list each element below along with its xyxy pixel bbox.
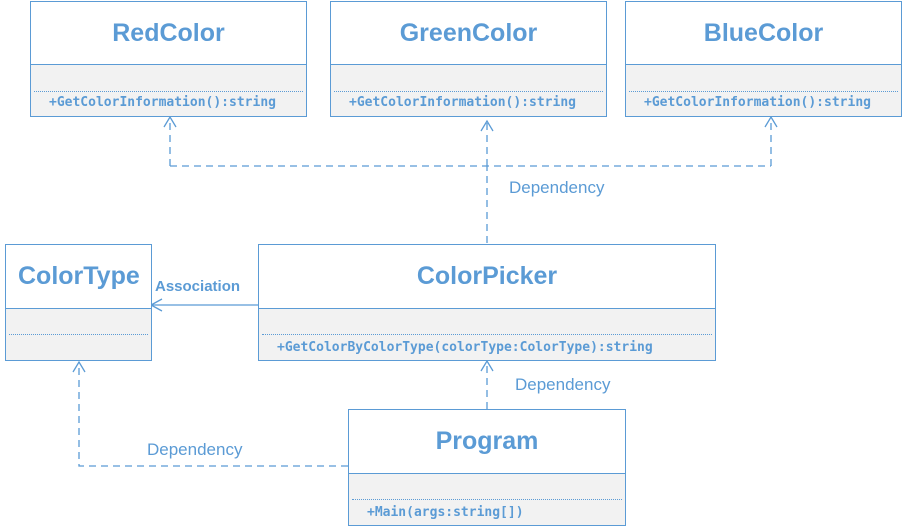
operation-text: +GetColorByColorType(colorType:ColorType… [277, 340, 653, 355]
arrowhead-bluecolor [764, 115, 778, 128]
class-program[interactable]: Program +Main(args:string[]) [348, 409, 626, 526]
class-colortype[interactable]: ColorType [5, 244, 152, 361]
arrowhead-colortype-dependency [72, 360, 86, 373]
class-redcolor[interactable]: RedColor +GetColorInformation():string [30, 1, 307, 117]
operation-text: +GetColorInformation():string [49, 95, 276, 110]
class-bluecolor[interactable]: BlueColor +GetColorInformation():string [625, 1, 902, 117]
class-colorpicker[interactable]: ColorPicker +GetColorByColorType(colorTy… [258, 244, 716, 361]
class-greencolor[interactable]: GreenColor +GetColorInformation():string [330, 1, 607, 117]
class-name: BlueColor [626, 2, 901, 65]
operation-text: +GetColorInformation():string [349, 95, 576, 110]
class-name: GreenColor [331, 2, 606, 65]
class-name: Program [349, 410, 625, 474]
compartment-separator [34, 91, 303, 92]
arrowhead-greencolor [480, 119, 494, 132]
compartment-separator [262, 334, 712, 335]
arrowhead-colorpicker [480, 359, 494, 372]
dependency-label-top: Dependency [509, 178, 605, 197]
dependency-line-program-colortype [78, 362, 348, 467]
operation-text: +Main(args:string[]) [367, 505, 524, 520]
class-name: ColorPicker [259, 245, 715, 309]
class-name: ColorType [6, 245, 151, 309]
class-name: RedColor [31, 2, 306, 65]
operation-text: +GetColorInformation():string [644, 95, 871, 110]
compartment-separator [334, 91, 603, 92]
association-label: Association [155, 278, 241, 295]
dependency-label-program-colorpicker: Dependency [515, 375, 611, 394]
dependency-label-program-colortype: Dependency [147, 440, 243, 459]
arrowhead-redcolor [163, 115, 177, 128]
compartment-separator [352, 499, 622, 500]
dependency-line-colorpicker-colors [169, 118, 772, 243]
compartment-separator [9, 334, 148, 335]
compartment-separator [629, 91, 898, 92]
